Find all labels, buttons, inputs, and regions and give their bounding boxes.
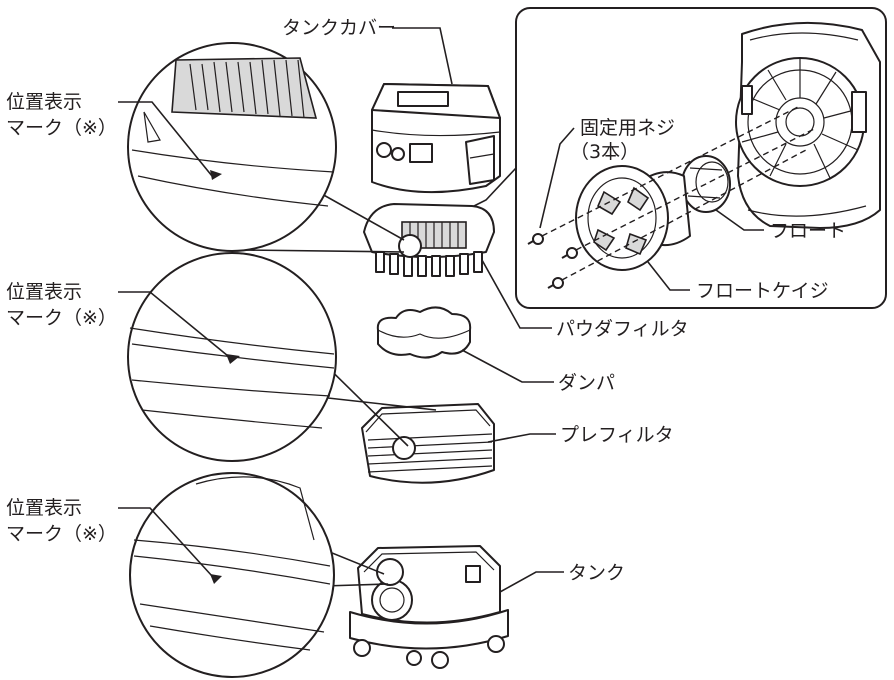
position-mark-triangle-1 (210, 170, 222, 180)
float-cage-label: フロートケイジ (696, 280, 829, 302)
position-mark-2-label-line2: マーク（※） (6, 307, 117, 329)
fixing-screw-label-line2: （3本） (570, 141, 639, 163)
position-mark-1-label-line1: 位置表示 (6, 91, 82, 113)
powder-filter-part (363, 203, 495, 277)
powder-filter-label: パウダフィルタ (556, 318, 689, 340)
pre-filter-part (361, 403, 495, 484)
tank-part (349, 545, 509, 669)
position-mark-2-label-line1: 位置表示 (6, 281, 82, 303)
float-cage-part (575, 165, 691, 271)
zoom-circle-pre-filter (127, 252, 437, 462)
fixing-screws (527, 233, 578, 289)
position-mark-1-label-line2: マーク（※） (6, 117, 117, 139)
pre-filter-label: プレフィルタ (560, 424, 674, 446)
tank-cover-label: タンクカバー (282, 17, 396, 39)
damper-part (376, 306, 472, 359)
position-mark-triangle-3 (210, 574, 222, 584)
zoom-circle-powder-filter (127, 42, 405, 253)
position-mark-3-label-line2: マーク（※） (6, 523, 117, 545)
motor-housing (735, 21, 881, 229)
zoom-circle-tank (129, 472, 389, 678)
screw-alignment-lines (541, 105, 817, 281)
damper-label: ダンパ (558, 372, 615, 394)
tank-label: タンク (568, 562, 625, 584)
float-label: フロート (770, 220, 846, 242)
position-mark-3-label-line1: 位置表示 (6, 497, 82, 519)
fixing-screw-label-line1: 固定用ネジ (580, 117, 675, 139)
position-mark-triangle-2 (226, 354, 240, 364)
float-assembly-inset: 固定用ネジ （3本） フロート フロートケイジ (469, 7, 887, 309)
tank-cover-part (371, 83, 501, 194)
